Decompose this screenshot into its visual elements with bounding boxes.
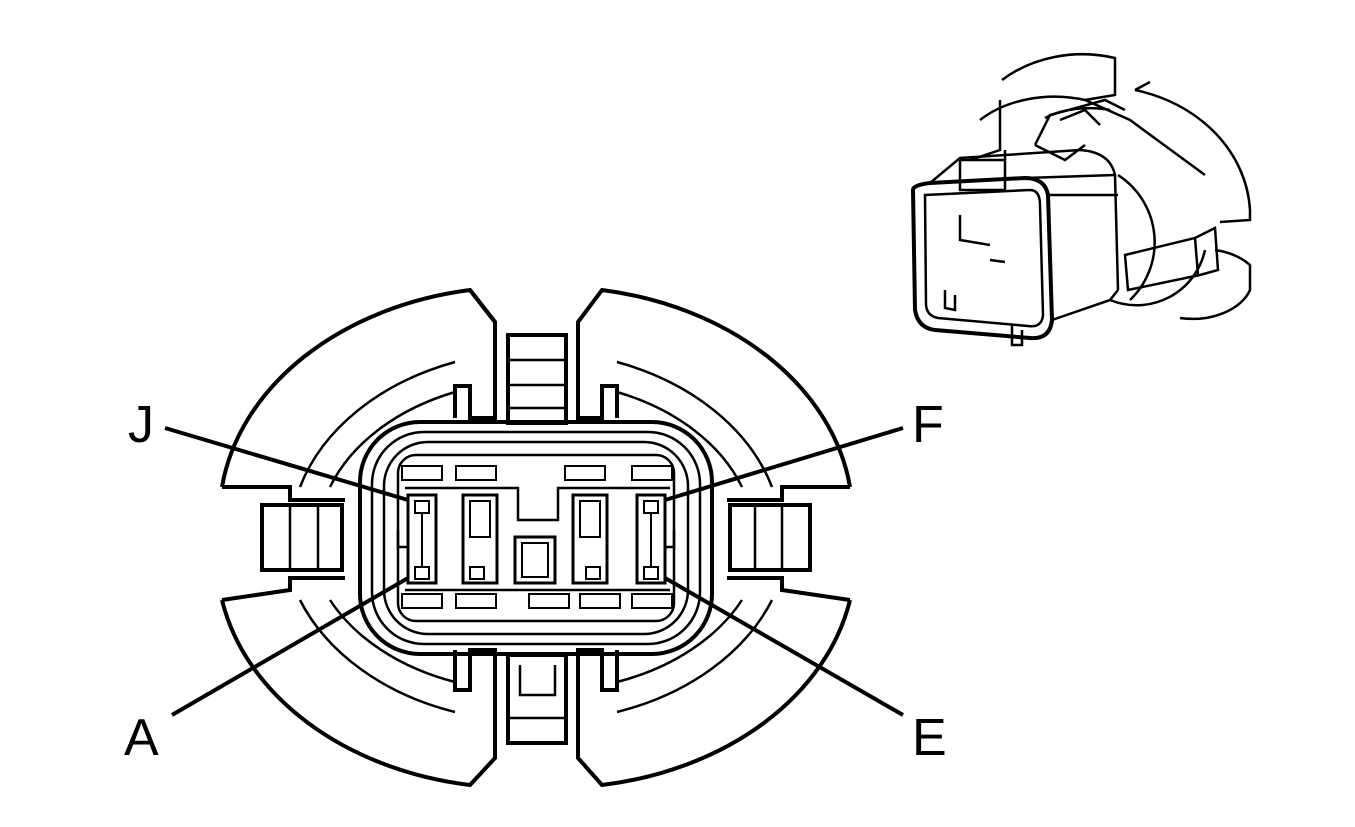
terminal-f <box>635 493 667 585</box>
leader-line-a <box>170 576 410 717</box>
iso-front-shell <box>910 175 1055 341</box>
connector-iso-view <box>910 52 1252 347</box>
connector-face-view: J F A E <box>124 287 947 788</box>
left-side-tab <box>260 503 344 572</box>
terminal-b <box>461 493 499 585</box>
leader-line-f <box>664 426 904 502</box>
right-side-tab <box>728 503 812 572</box>
terminal-j <box>406 493 438 585</box>
face-body-outer <box>358 420 714 656</box>
pin-label-j: J <box>128 396 154 454</box>
bottom-latch <box>506 653 568 745</box>
terminal-c <box>513 535 557 585</box>
leader-line-j <box>164 426 409 502</box>
pin-label-e: E <box>912 709 947 767</box>
leader-line-e <box>664 576 904 717</box>
top-latch <box>506 333 568 425</box>
housing-upper-right <box>576 287 852 488</box>
pin-label-a: A <box>124 709 159 767</box>
housing-lower-right <box>576 599 852 788</box>
pin-label-f: F <box>912 396 944 454</box>
housing-lower-left <box>220 599 497 788</box>
terminal-d <box>571 493 609 585</box>
